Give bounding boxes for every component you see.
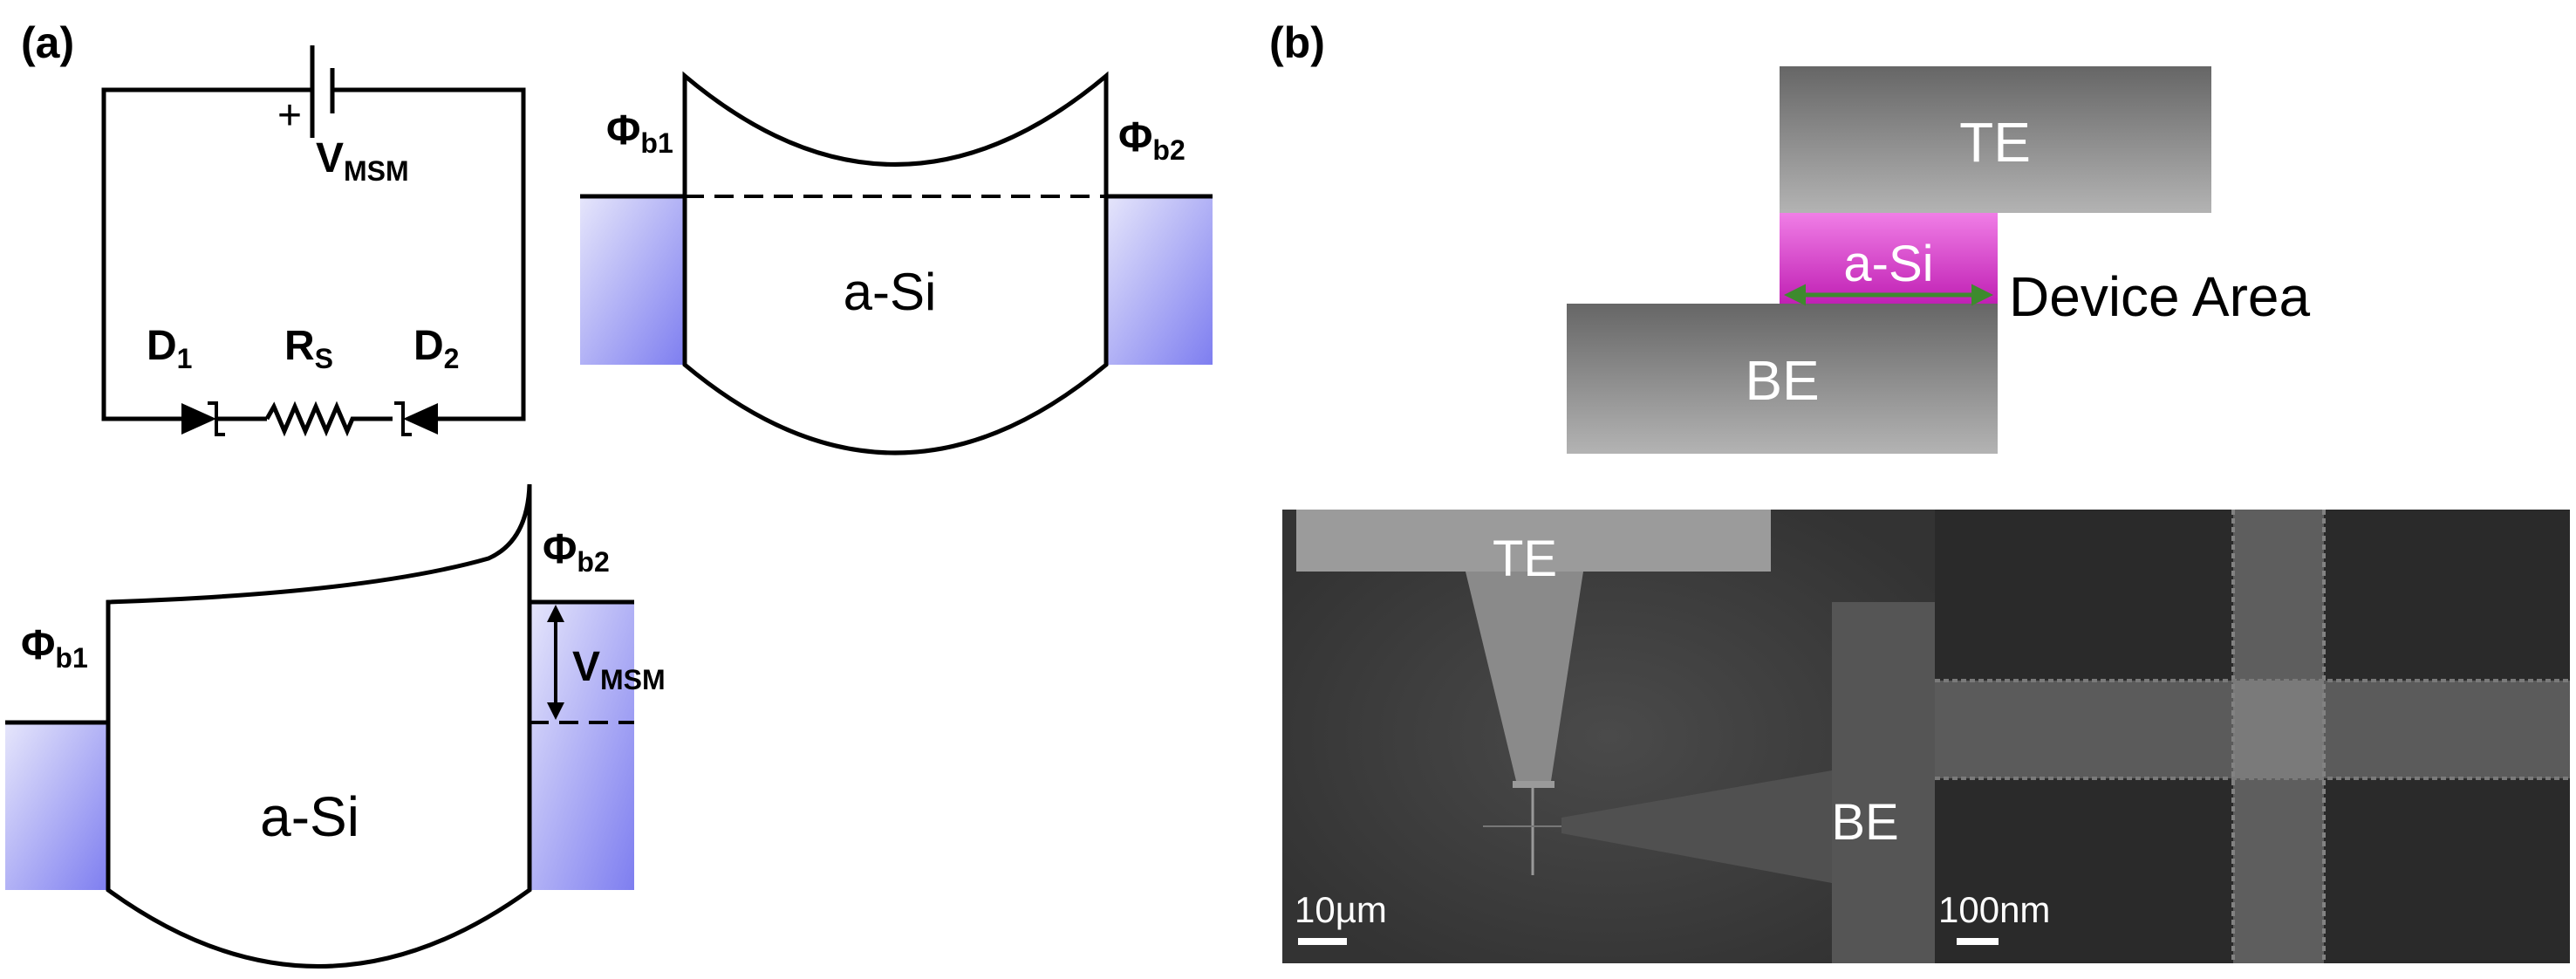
sem-te-label: TE <box>1493 531 1557 587</box>
top-electrode-label: TE <box>1959 111 2031 174</box>
scale-label-10um: 10µm <box>1295 889 1387 930</box>
a-si-layer-label: a-Si <box>1843 236 1933 292</box>
scale-bar-10um <box>1298 938 1347 945</box>
scale-bar-100nm <box>1957 938 1999 945</box>
barrier-phi-b2-label: Φb2 <box>543 526 610 578</box>
semiconductor-band <box>682 71 1109 455</box>
left-metal-block <box>580 196 685 365</box>
te-pad <box>1296 510 1771 572</box>
circuit-wire-top-left <box>101 87 312 421</box>
left-metal-block <box>5 722 108 890</box>
resistor-rs-symbol <box>264 400 393 437</box>
crossing-region <box>2233 681 2324 778</box>
bottom-electrode-block <box>1567 304 1998 454</box>
panel-a-label: (a) <box>21 18 74 67</box>
barrier-phi-b1-label: Φb1 <box>606 107 673 159</box>
circuit-wire-top-right <box>332 87 526 421</box>
source-voltage-label: VMSM <box>316 135 409 187</box>
resistor-rs-label: RS <box>284 323 333 374</box>
material-label: a-Si <box>260 785 359 848</box>
right-metal-block <box>1106 196 1213 365</box>
semiconductor-band <box>106 483 532 969</box>
te-tip <box>1466 572 1583 781</box>
barrier-phi-b2-label: Φb2 <box>1118 114 1186 166</box>
bottom-electrode-label: BE <box>1745 349 1819 412</box>
scale-label-100nm: 100nm <box>1938 889 2050 930</box>
be-taper <box>1561 770 1832 883</box>
top-electrode-block <box>1780 66 2211 213</box>
bias-voltage-label: VMSM <box>572 644 666 695</box>
be-pad <box>1832 602 1935 963</box>
device-area-label: Device Area <box>2009 265 2310 328</box>
diode-d2-symbol <box>394 401 441 436</box>
band-diagram-biased: VMSM a-Si Φb1 Φb2 <box>5 483 666 969</box>
diode-d1-label: D1 <box>147 323 192 374</box>
diode-d1-symbol <box>179 401 267 436</box>
sem-image-high-mag: 100nm <box>1935 510 2570 963</box>
device-schematic: TE a-Si BE Device Area <box>1567 66 2310 454</box>
panel-b-label: (b) <box>1269 18 1325 67</box>
sem-be-label: BE <box>1831 794 1898 851</box>
circuit: + VMSM D1 RS D2 <box>101 45 526 437</box>
band-diagram-equilibrium: a-Si Φb1 Φb2 <box>580 71 1213 455</box>
battery-plus-sign: + <box>277 92 302 139</box>
sem-image-low-mag: TE BE 10µm <box>1282 510 1935 963</box>
barrier-phi-b1-label: Φb1 <box>21 622 88 674</box>
diode-d2-label: D2 <box>413 323 459 374</box>
material-label: a-Si <box>844 263 937 321</box>
